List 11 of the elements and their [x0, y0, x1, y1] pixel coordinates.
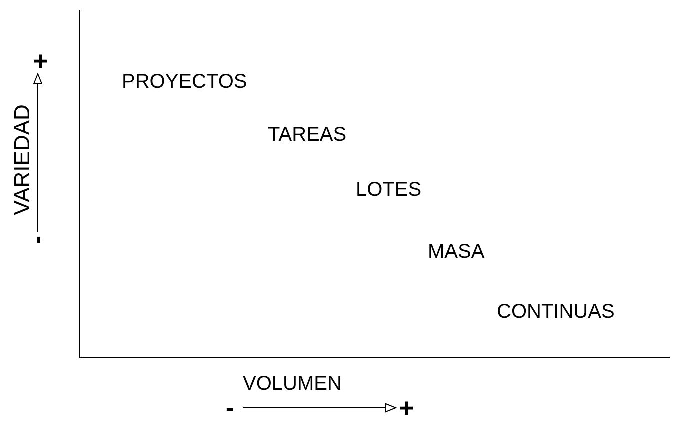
- category-label: LOTES: [356, 178, 422, 202]
- minus-sign: -: [24, 236, 52, 244]
- category-label: TAREAS: [268, 123, 347, 147]
- axis-label: VARIEDAD: [8, 104, 35, 216]
- minus-sign: -: [226, 395, 234, 423]
- axis-label: VOLUMEN: [243, 372, 342, 396]
- plus-sign: +: [399, 393, 414, 423]
- plus-sign: +: [33, 46, 48, 76]
- category-label: PROYECTOS: [122, 70, 248, 94]
- category-label: CONTINUAS: [497, 300, 615, 324]
- category-label: MASA: [428, 240, 485, 264]
